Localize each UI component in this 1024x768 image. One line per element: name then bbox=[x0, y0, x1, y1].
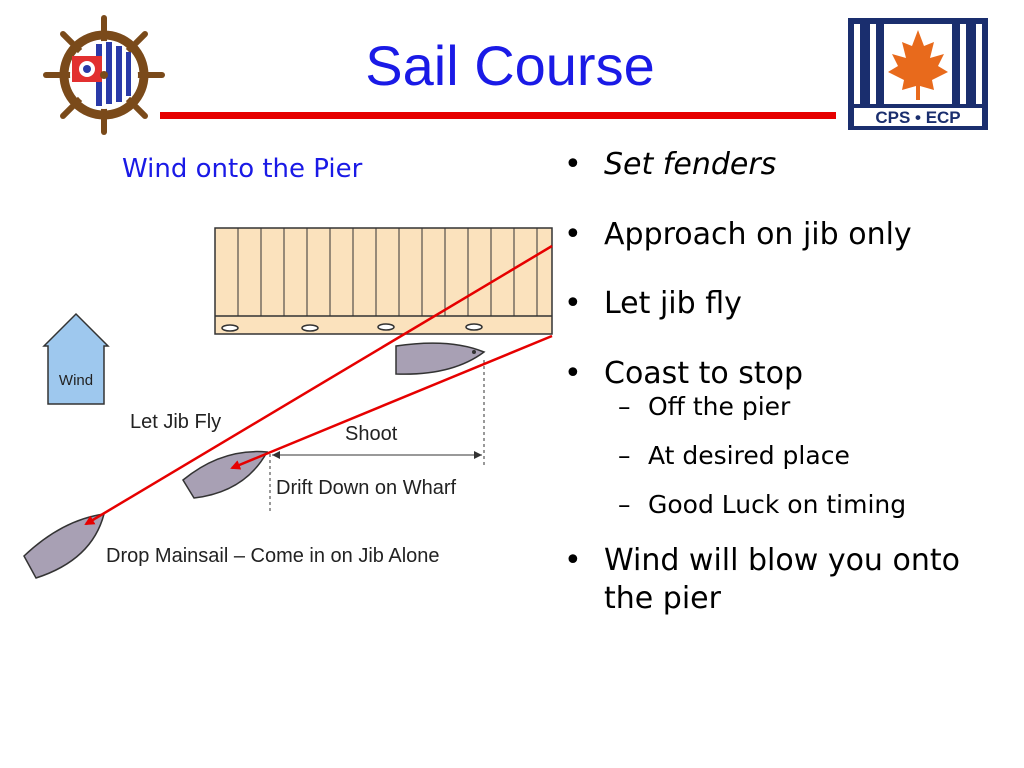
wind-label: Wind bbox=[59, 372, 93, 389]
docking-diagram: Wind Let Jib Fly Shoot Drift Down bbox=[0, 200, 560, 600]
approach-line-2 bbox=[230, 334, 553, 470]
shoot-label: Shoot bbox=[345, 423, 398, 445]
boat-far bbox=[23, 513, 106, 579]
bullet-item: Approach on jib only bbox=[560, 216, 1010, 254]
boat-docked bbox=[395, 342, 486, 375]
bullet-item: Coast to stop Off the pier At desired pl… bbox=[560, 355, 1010, 521]
sub-bullet-item: Good Luck on timing bbox=[604, 490, 1010, 520]
cps-ecp-text: CPS • ECP bbox=[875, 108, 960, 127]
sub-bullet-item: Off the pier bbox=[604, 392, 1010, 422]
wind-arrow-icon: Wind bbox=[42, 312, 110, 405]
bullet-item: Wind will blow you onto the pier bbox=[560, 542, 1010, 617]
drift-label: Drift Down on Wharf bbox=[276, 477, 456, 499]
shoot-dimension bbox=[269, 360, 485, 514]
bullet-item: Let jib fly bbox=[560, 285, 1010, 323]
diagram-subtitle: Wind onto the Pier bbox=[122, 154, 363, 184]
cps-ecp-logo: CPS • ECP bbox=[848, 18, 988, 130]
sub-bullet-item: At desired place bbox=[604, 441, 1010, 471]
drop-mainsail-label: Drop Mainsail – Come in on Jib Alone bbox=[106, 545, 440, 567]
sub-bullet-list: Off the pier At desired place Good Luck … bbox=[604, 392, 1010, 520]
bullet-text: Coast to stop bbox=[604, 355, 804, 391]
let-jib-fly-label: Let Jib Fly bbox=[130, 411, 221, 433]
bullet-item: Set fenders bbox=[560, 146, 1010, 184]
bullet-list: Set fenders Approach on jib only Let jib… bbox=[560, 146, 1010, 649]
pier bbox=[214, 227, 553, 335]
page-title: Sail Course bbox=[365, 34, 655, 97]
wheel-logo bbox=[40, 14, 168, 136]
title-rule bbox=[160, 112, 836, 119]
approach-line-1 bbox=[84, 244, 553, 526]
